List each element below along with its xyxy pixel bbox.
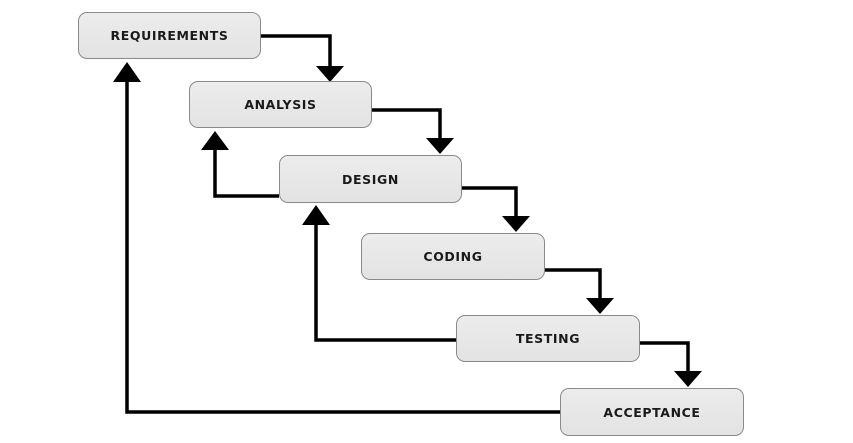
feedback-acceptance-to-requirements bbox=[125, 80, 560, 414]
feedback-design-to-analysis bbox=[213, 148, 279, 198]
arrowhead-down-analysis bbox=[316, 66, 344, 82]
arrowhead-down-coding bbox=[502, 216, 530, 232]
arrow-design-to-coding bbox=[462, 186, 518, 218]
stage-testing: TESTING bbox=[456, 315, 640, 362]
stage-design: DESIGN bbox=[279, 155, 462, 203]
arrow-requirements-to-analysis bbox=[261, 34, 332, 68]
stage-analysis: ANALYSIS bbox=[189, 81, 372, 128]
arrow-testing-to-acceptance bbox=[640, 341, 690, 373]
arrowhead-down-testing bbox=[586, 298, 614, 314]
feedback-testing-to-design bbox=[314, 223, 456, 342]
stage-coding: CODING bbox=[361, 233, 545, 280]
arrow-coding-to-testing bbox=[545, 268, 602, 300]
arrow-analysis-to-design bbox=[372, 108, 442, 140]
arrowhead-down-design bbox=[426, 138, 454, 154]
arrowhead-up-requirements bbox=[113, 62, 141, 82]
arrowhead-up-design bbox=[302, 205, 330, 225]
arrowhead-up-analysis bbox=[201, 131, 229, 150]
stage-acceptance: ACCEPTANCE bbox=[560, 388, 744, 436]
stage-requirements: REQUIREMENTS bbox=[78, 12, 261, 59]
arrowhead-down-acceptance bbox=[674, 371, 702, 387]
